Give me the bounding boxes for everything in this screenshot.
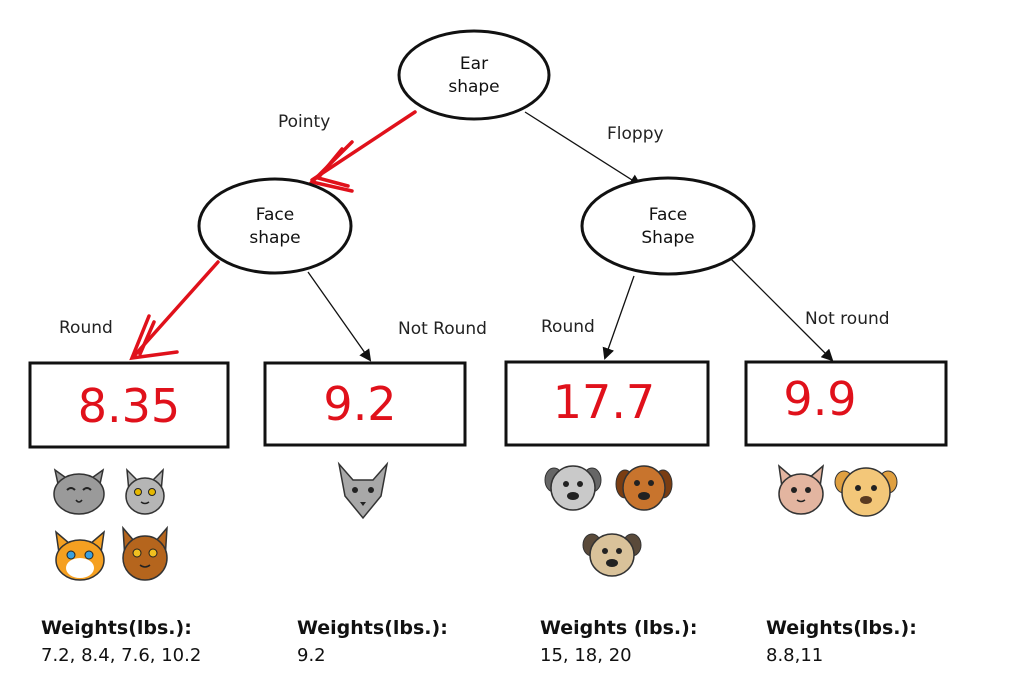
edge-right-left [605, 276, 634, 358]
gray-cat-icon [339, 464, 387, 518]
leaf-box-2: 9.2 [265, 363, 465, 445]
root-node: Ear shape [399, 31, 549, 119]
leaf-box-3: 17.7 [506, 362, 708, 445]
leaf-box-1: 8.35 [30, 363, 228, 447]
orange-cat-icon [56, 532, 104, 580]
brown-dog-icon [616, 466, 672, 510]
left-node: Face shape [199, 179, 351, 273]
leaf-value-1: 8.35 [78, 379, 180, 433]
edge-label-pointy: Pointy [278, 112, 330, 132]
gray-dog-icon [545, 466, 601, 510]
edge-left-left-highlight [132, 262, 218, 358]
gray-cat-icon [54, 470, 104, 514]
leaf-value-4: 9.9 [783, 372, 856, 426]
right-node: Face Shape [582, 178, 754, 274]
edge-label-round-left: Round [59, 318, 113, 338]
weights-title-1: Weights(lbs.): [41, 617, 192, 639]
weights-values-1: 7.2, 8.4, 7.6, 10.2 [41, 645, 201, 666]
right-label-line1: Face [649, 205, 687, 225]
weights-values-2: 9.2 [297, 645, 326, 666]
weights-title-2: Weights(lbs.): [297, 617, 448, 639]
edge-left-right [308, 272, 370, 360]
weights-values-4: 8.8,11 [766, 645, 823, 666]
gray-cat-icon [126, 470, 164, 514]
weights-title-3: Weights (lbs.): [540, 617, 697, 639]
edge-label-not-round-left: Not Round [398, 319, 487, 339]
leaf-box-4: 9.9 [746, 362, 946, 445]
leaf-value-3: 17.7 [553, 375, 655, 429]
weights-values-3: 15, 18, 20 [540, 645, 632, 666]
tan-dog-icon [583, 534, 641, 576]
left-label-line2: shape [249, 228, 300, 248]
right-label-line2: Shape [641, 228, 694, 248]
edge-label-floppy: Floppy [607, 124, 664, 144]
pink-cat-icon [779, 466, 823, 514]
left-label-line1: Face [256, 205, 294, 225]
edge-label-not-round-right: Not round [805, 309, 890, 329]
edge-label-round-right: Round [541, 317, 595, 337]
edge-root-right [525, 112, 640, 185]
brown-cat-icon [123, 528, 167, 580]
root-label-line1: Ear [460, 54, 488, 74]
leaf-value-2: 9.2 [323, 377, 396, 431]
root-label-line2: shape [448, 77, 499, 97]
weights-title-4: Weights(lbs.): [766, 617, 917, 639]
tan-dog-icon [835, 468, 897, 516]
